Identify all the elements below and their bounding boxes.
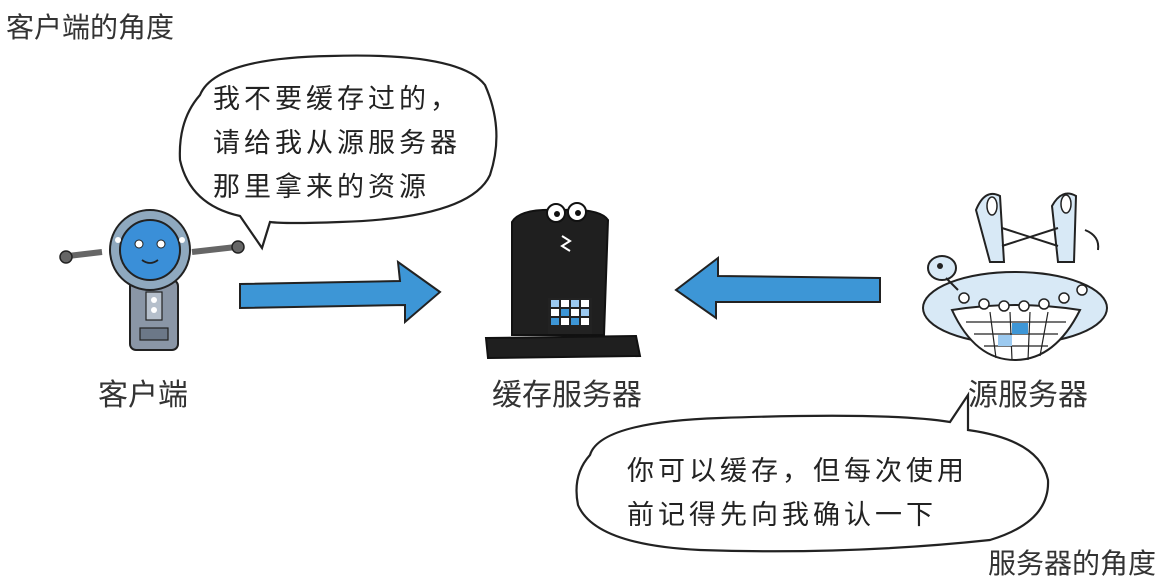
client-bubble-line: 我不要缓存过的， <box>213 84 461 115</box>
client-perspective-caption: 客户端的角度 <box>6 11 175 44</box>
arrow-client-to-cache <box>239 259 442 325</box>
client-speech-bubble <box>178 54 498 251</box>
server-perspective-caption: 服务器的角度 <box>987 547 1156 580</box>
arrow-origin-to-cache <box>674 255 881 320</box>
origin-server-ufo-icon <box>922 192 1108 362</box>
server-speech-bubble <box>575 391 1050 553</box>
cache-server-hat-icon <box>484 202 642 360</box>
satellite-dish-icon <box>927 255 959 291</box>
server-bubble-line: 你可以缓存，但每次使用 <box>627 456 968 487</box>
server-bubble-line: 前记得先向我确认一下 <box>627 500 937 531</box>
server-bubble-text: 你可以缓存，但每次使用 前记得先向我确认一下 <box>627 450 968 538</box>
client-bubble-line: 那里拿来的资源 <box>213 172 430 203</box>
client-bubble-text: 我不要缓存过的， 请给我从源服务器 那里拿来的资源 <box>213 78 461 210</box>
cache-server-label: 缓存服务器 <box>492 378 642 413</box>
client-robot-icon <box>59 209 245 351</box>
origin-server-label: 源服务器 <box>968 378 1088 413</box>
client-bubble-line: 请给我从源服务器 <box>213 128 461 159</box>
client-label: 客户端 <box>98 378 188 413</box>
cache-grid <box>548 298 592 334</box>
